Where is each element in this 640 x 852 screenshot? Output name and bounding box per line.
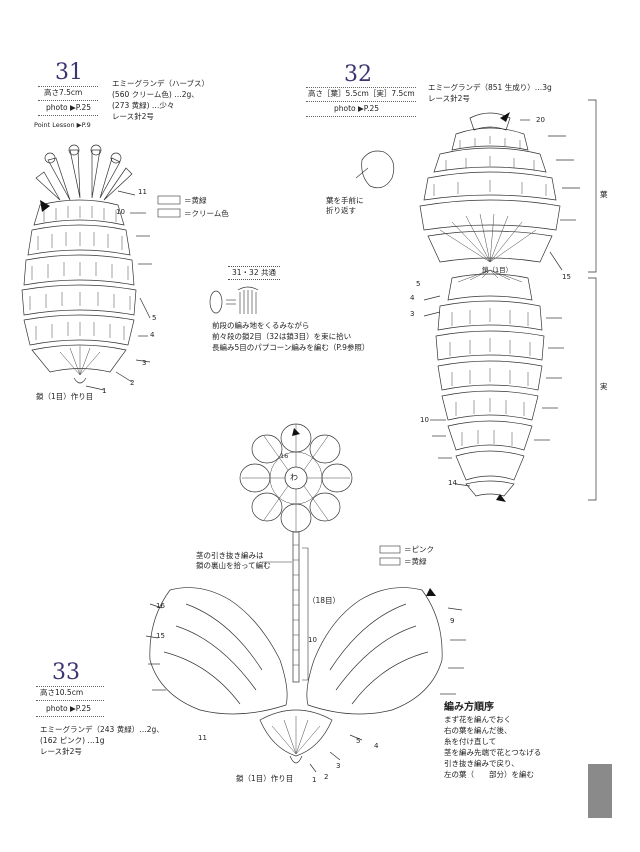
- flower-center: わ: [290, 473, 298, 482]
- stem-count: （18目）: [308, 596, 341, 605]
- instruction-line: 前段の編み地をくるみながら: [212, 321, 310, 330]
- size-31: 高さ7.5cm: [44, 88, 83, 97]
- round-label: 3: [142, 359, 147, 367]
- chart-33: [145, 423, 466, 773]
- order-step: 左の葉（ 部分）を編む: [444, 770, 534, 779]
- round-label: 2: [130, 379, 135, 387]
- divider: [36, 700, 104, 701]
- materials-31: エミーグランデ（ハーブス） (560 クリーム色) …2g、 (273 黄緑) …: [112, 78, 209, 122]
- flower-round-number: 16: [280, 452, 289, 460]
- pattern-number-31: 31: [55, 60, 83, 85]
- divider: [36, 686, 104, 687]
- order-step: 引き抜き編みで戻り、: [444, 759, 519, 768]
- instruction-line: 長編み5目のパプコーン編みを編む（P.9参照）: [212, 343, 370, 352]
- legend-33-pink: ＝ピンク: [404, 545, 434, 554]
- common-header: 31・32 共通: [228, 266, 280, 280]
- divider: [38, 100, 98, 101]
- materials-32: エミーグランデ（851 生成り）…3g レース針2号: [428, 82, 552, 104]
- legend-31-cream: ＝クリーム色: [184, 209, 229, 218]
- round-label: 2: [324, 773, 329, 781]
- round-label: 5: [416, 280, 421, 288]
- round-label: 9: [450, 617, 455, 625]
- pattern-number-32: 32: [344, 62, 372, 87]
- round-label: 10: [420, 416, 429, 424]
- photo-ref-32: photo ▶P.25: [334, 104, 380, 113]
- base-label-33: 鎖（1目）作り目: [236, 774, 294, 783]
- leaf-label: 葉: [600, 190, 608, 199]
- round-label: 15: [562, 273, 571, 281]
- divider: [36, 716, 104, 717]
- material-line: エミーグランデ（851 生成り）…3g: [428, 83, 552, 92]
- round-label: 1: [102, 387, 107, 395]
- divider: [38, 115, 98, 116]
- round-label: 14: [448, 479, 457, 487]
- round-label: 5: [152, 314, 157, 322]
- corner-block: [588, 764, 612, 818]
- round-label: 11: [138, 188, 147, 196]
- chain-label: 鎖（1目）: [482, 266, 513, 274]
- round-label: 11: [198, 734, 207, 742]
- materials-33: エミーグランデ（243 黄緑）…2g、 (162 ピンク) …1g レース針2号: [40, 724, 164, 757]
- note-line: 茎の引き抜き編みは: [196, 551, 264, 560]
- material-line: (162 ピンク) …1g: [40, 736, 105, 745]
- fold-note: 葉を手前に 折り返す: [326, 196, 364, 216]
- round-label: 4: [410, 294, 415, 302]
- order-step: 右の葉を編んだ後、: [444, 726, 512, 735]
- photo-ref-31: photo ▶P.25: [46, 103, 92, 112]
- size-33: 高さ10.5cm: [40, 688, 84, 697]
- pattern-number-33: 33: [52, 660, 80, 685]
- round-label: 16: [156, 602, 165, 610]
- round-label: 3: [336, 762, 341, 770]
- divider: [306, 87, 416, 88]
- base-label-31: 鎖（1目）作り目: [36, 392, 94, 401]
- round-label: 1: [312, 776, 317, 784]
- material-line: レース針2号: [112, 112, 154, 121]
- note-line: 鎖の裏山を拾って編む: [196, 561, 271, 570]
- round-label: 20: [536, 116, 545, 124]
- order-step: まず花を編んでおく: [444, 715, 512, 724]
- legend-33-yellow-green: ＝黄緑: [404, 557, 427, 566]
- round-label: 3: [410, 310, 415, 318]
- material-line: エミーグランデ（ハーブス）: [112, 79, 210, 88]
- order-title: 編み方順序: [444, 702, 494, 713]
- order-step: 糸を付け直して: [444, 737, 497, 746]
- round-label: 4: [374, 742, 379, 750]
- size-32: 高さ［葉］5.5cm［実］7.5cm: [308, 89, 415, 98]
- round-label: 5: [356, 737, 361, 745]
- divider: [306, 116, 416, 117]
- chart-31: [21, 144, 181, 391]
- order-step: 茎を編み先端で花とつなげる: [444, 748, 542, 757]
- popcorn-symbol: [209, 286, 259, 314]
- point-lesson-31: Point Lesson ▶P.9: [34, 121, 91, 129]
- photo-ref-33: photo ▶P.25: [46, 704, 92, 713]
- legend-31-yellow-green: ＝黄緑: [184, 196, 207, 205]
- fruit-label: 実: [600, 382, 608, 391]
- common-instructions: 前段の編み地をくるみながら 前々段の鎖2目（32は鎖3目）を束に拾い 長編み5目…: [212, 320, 369, 353]
- divider: [306, 101, 416, 102]
- material-line: レース針2号: [428, 94, 470, 103]
- stem-note: 茎の引き抜き編みは 鎖の裏山を拾って編む: [196, 551, 271, 571]
- material-line: (273 黄緑) …少々: [112, 101, 175, 110]
- round-label: 15: [156, 632, 165, 640]
- order-steps: まず花を編んでおく 右の葉を編んだ後、 糸を付け直して 茎を編み先端で花とつなげ…: [444, 714, 541, 780]
- material-line: レース針2号: [40, 747, 82, 756]
- round-label: 10: [116, 208, 125, 216]
- material-line: (560 クリーム色) …2g、: [112, 90, 199, 99]
- round-label: 10: [308, 636, 317, 644]
- round-label: 4: [150, 331, 155, 339]
- divider: [38, 86, 98, 87]
- instruction-line: 前々段の鎖2目（32は鎖3目）を束に拾い: [212, 332, 352, 341]
- note-line: 折り返す: [326, 206, 356, 215]
- chart-32: [355, 99, 597, 502]
- material-line: エミーグランデ（243 黄緑）…2g、: [40, 725, 164, 734]
- note-line: 葉を手前に: [326, 196, 364, 205]
